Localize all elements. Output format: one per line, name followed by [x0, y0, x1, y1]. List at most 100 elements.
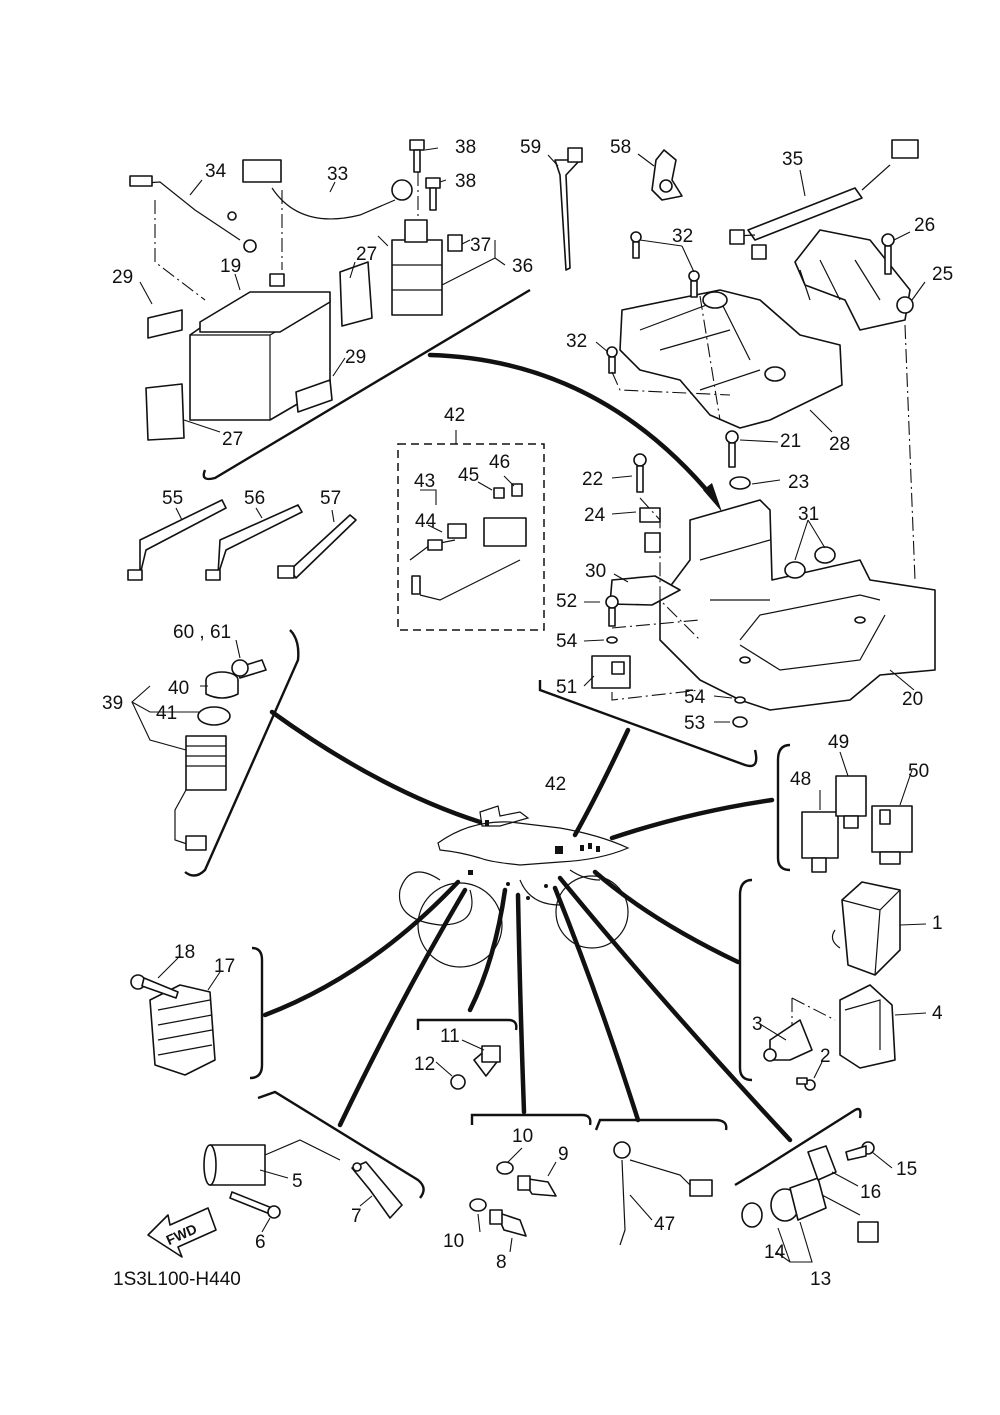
switch8-group-frame [470, 1113, 592, 1126]
callout-5: 5 [292, 1171, 303, 1192]
damper [644, 532, 661, 553]
bolt-32a [630, 231, 642, 259]
callout-29b: 29 [345, 347, 366, 368]
callout-19: 19 [220, 256, 241, 277]
main-switch-group-frame [184, 629, 300, 877]
relay-49 [835, 775, 867, 829]
clamp-58 [651, 149, 683, 201]
callout-38a: 38 [455, 137, 476, 158]
callout-56: 56 [244, 488, 265, 509]
bolt-32b [688, 270, 700, 298]
callout-16: 16 [860, 1182, 881, 1203]
bracket-3 [763, 1019, 813, 1062]
callout-60-61: 60 , 61 [173, 622, 231, 643]
callout-38b: 38 [455, 171, 476, 192]
sensor-11 [473, 1045, 501, 1077]
bolt-15 [845, 1141, 875, 1161]
callout-15: 15 [896, 1159, 917, 1180]
callout-54a: 54 [556, 631, 578, 652]
bolt-21 [725, 430, 739, 468]
bolt-38a [409, 139, 425, 173]
bolt-52 [605, 595, 619, 627]
main-switch-39 [174, 735, 227, 851]
callout-54b: 54 [684, 687, 706, 708]
ecu-group-frame [738, 878, 753, 1082]
callout-51: 51 [556, 677, 577, 698]
relay-group-frame [776, 743, 791, 872]
switch-9 [517, 1175, 557, 1197]
callout-33: 33 [327, 164, 348, 185]
callout-30: 30 [585, 561, 606, 582]
rectifier-17 [149, 984, 216, 1076]
callout-47: 47 [654, 1214, 675, 1235]
fuse-box [409, 483, 527, 601]
washer-12 [450, 1074, 466, 1090]
main-switch-ring-41 [197, 706, 231, 726]
fuse-box-group-frame [538, 680, 758, 768]
collar-24 [639, 507, 661, 523]
relay-48 [801, 811, 839, 873]
callout-42b: 42 [545, 774, 566, 795]
callout-41: 41 [156, 703, 177, 724]
callout-48: 48 [790, 769, 811, 790]
callout-6: 6 [255, 1232, 266, 1253]
washer-54a [606, 636, 618, 644]
callout-49: 49 [828, 732, 849, 753]
callout-27b: 27 [222, 429, 243, 450]
battery-case-20 [659, 499, 936, 711]
callout-43: 43 [414, 471, 435, 492]
fuse-37 [447, 234, 463, 252]
switch-8 [489, 1209, 527, 1237]
callout-27a: 27 [356, 244, 377, 265]
callout-31: 31 [798, 504, 819, 525]
battery-cable-34-terminal [129, 175, 153, 187]
callout-32a: 32 [672, 226, 693, 247]
callout-13: 13 [810, 1269, 831, 1290]
battery-leaders [139, 147, 506, 433]
motorcycle-outline [398, 805, 630, 968]
battery-pad-27b [145, 383, 185, 441]
bolt-32c [606, 346, 618, 374]
callout-46: 46 [489, 452, 510, 473]
callout-1: 1 [932, 913, 943, 934]
ecu-1 [831, 881, 901, 976]
callout-8: 8 [496, 1252, 507, 1273]
callout-29a: 29 [112, 267, 133, 288]
callout-22: 22 [582, 469, 603, 490]
ignition-coil-group-frame [257, 1090, 425, 1199]
callout-52: 52 [556, 591, 577, 612]
fuse-box-kit-42 [397, 443, 545, 631]
wire-harness-35 [729, 139, 919, 260]
callout-57: 57 [320, 488, 341, 509]
callout-20: 20 [902, 689, 923, 710]
cable-tie-55 [127, 499, 227, 581]
callout-34: 34 [205, 161, 227, 182]
callout-14: 14 [764, 1242, 786, 1263]
battery-cable-33 [271, 187, 396, 220]
battery-cable-33-connector [242, 159, 282, 183]
callout-10b: 10 [443, 1231, 464, 1252]
cable-tie-56 [205, 504, 303, 581]
o-ring-14 [741, 1202, 763, 1228]
callout-26: 26 [914, 215, 935, 236]
callout-39: 39 [102, 693, 123, 714]
callout-55: 55 [162, 488, 183, 509]
speed-sensor-group-frame [734, 1107, 862, 1187]
seat-bracket-28 [619, 289, 843, 429]
battery-pad-27a [339, 261, 373, 327]
callout-labels: 1 2 3 4 5 6 7 8 9 10 10 11 12 13 14 15 1… [102, 137, 953, 1290]
callout-32b: 32 [566, 331, 587, 352]
battery-group-frame [202, 288, 531, 481]
callout-45: 45 [458, 465, 479, 486]
fwd-arrow [147, 1207, 217, 1258]
sidestand-group-frame [594, 1118, 728, 1131]
bolt-38b [425, 177, 441, 211]
callout-9: 9 [558, 1144, 569, 1165]
key-60-61 [231, 659, 267, 679]
cable-tie-59 [554, 159, 581, 271]
gasket-10b [469, 1198, 487, 1212]
grommet-23 [729, 476, 751, 490]
callout-58: 58 [610, 137, 631, 158]
callout-21: 21 [780, 431, 801, 452]
callout-44: 44 [415, 511, 437, 532]
